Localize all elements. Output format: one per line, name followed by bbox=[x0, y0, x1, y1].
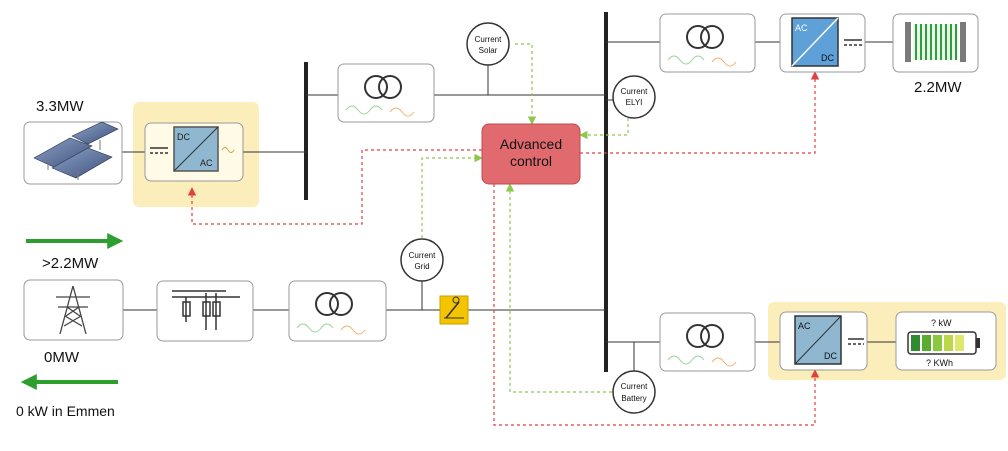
advanced-control-line1: Advanced bbox=[500, 136, 562, 152]
substation-box bbox=[157, 281, 253, 341]
sensor-elyi-line2: ELYI bbox=[626, 98, 643, 107]
electrolyser-rectifier-box: AC DC bbox=[780, 14, 865, 72]
solar-panel-box bbox=[24, 122, 122, 184]
sensor-elyi: Current ELYI bbox=[613, 76, 655, 118]
solar-inverter-box: DC AC bbox=[145, 123, 243, 181]
electrolyser-stack-icon bbox=[905, 22, 966, 62]
electrolyser-box bbox=[893, 14, 978, 72]
sensor-battery-line1: Current bbox=[621, 382, 648, 391]
electrolyser-power-label: 2.2MW bbox=[914, 79, 962, 96]
electrolyser-rectifier-bottom-label: DC bbox=[821, 53, 834, 63]
grid-flow-in-label: >2.2MW bbox=[42, 255, 98, 272]
sensor-solar: Current Solar bbox=[467, 23, 509, 65]
advanced-control-box: Advanced control bbox=[482, 124, 580, 184]
battery-power-label: ? kW bbox=[931, 318, 952, 328]
transformer-battery bbox=[660, 313, 755, 371]
transformer-electrolyser bbox=[660, 14, 755, 72]
sensor-solar-line1: Current bbox=[475, 35, 502, 44]
grid-pylon-box bbox=[24, 280, 123, 340]
sensor-grid: Current Grid bbox=[401, 239, 443, 281]
solar-power-label: 3.3MW bbox=[36, 98, 84, 115]
battery-converter-bottom-label: DC bbox=[824, 351, 837, 361]
sensor-solar-line2: Solar bbox=[479, 46, 498, 55]
solar-inverter-bottom-label: AC bbox=[200, 158, 213, 168]
transformer-grid bbox=[289, 281, 386, 341]
battery-converter-top-label: AC bbox=[798, 321, 811, 331]
sensor-battery: Current Battery bbox=[613, 371, 655, 413]
sensor-grid-line2: Grid bbox=[414, 262, 429, 271]
battery-energy-label: ? KWh bbox=[926, 358, 953, 368]
battery-converter-box: AC DC bbox=[780, 312, 867, 370]
transformer-solar bbox=[338, 64, 434, 122]
grid-switch bbox=[440, 296, 468, 324]
solar-inverter-top-label: DC bbox=[177, 132, 190, 142]
grid-flow-out-label: 0MW bbox=[44, 349, 79, 366]
advanced-control-line2: control bbox=[510, 153, 552, 169]
sensor-elyi-line1: Current bbox=[621, 87, 648, 96]
emmen-note: 0 kW in Emmen bbox=[16, 403, 115, 419]
sensor-battery-line2: Battery bbox=[621, 394, 646, 403]
battery-box: ? kW ? KWh bbox=[896, 312, 996, 370]
battery-icon bbox=[908, 332, 980, 354]
measurement-signals bbox=[422, 44, 628, 392]
sensor-grid-line1: Current bbox=[409, 251, 436, 260]
electrolyser-rectifier-top-label: AC bbox=[795, 23, 808, 33]
